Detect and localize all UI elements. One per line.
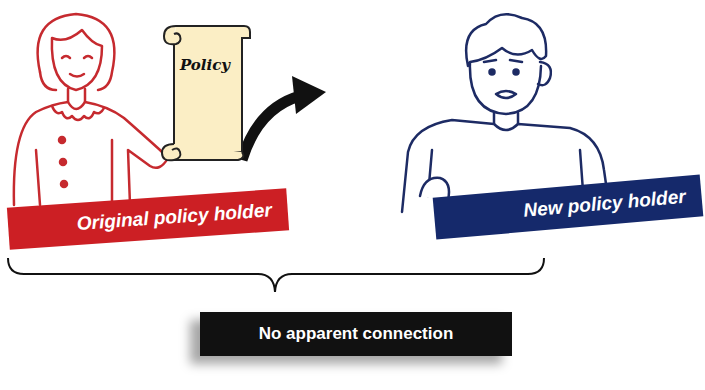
woman-mouth [70,74,84,77]
man-brows [484,60,522,62]
woman-neck [68,89,85,102]
bracket [8,258,544,292]
policy-scroll: Policy [158,16,252,164]
node-label: New policy holder [523,186,687,222]
woman-eyes [62,56,92,58]
man-face [470,62,541,114]
node-label: Original policy holder [76,199,272,235]
scroll-curl-inner [172,148,180,160]
woman-cardigan [14,102,168,205]
man-mouth [496,91,516,98]
woman-button [61,181,67,187]
scroll-body [174,26,250,152]
scroll-outline [158,16,252,164]
holder-band: New policy holder [433,174,704,239]
woman-button [60,159,66,165]
woman-collar [52,106,104,120]
conclusion-box: No apparent connection [200,312,512,356]
scroll-bottom-curl [162,144,243,160]
man-eye [514,70,519,75]
woman-hair [38,14,115,90]
node-label: No apparent connection [259,324,454,344]
node-label: Policy [180,56,230,74]
holder-band: Original policy holder [7,188,289,249]
woman-arm-lines [36,140,112,205]
woman-hair-end [40,72,56,90]
transfer-arrow [242,96,300,160]
man-neck [494,113,518,124]
woman-button [59,137,65,143]
man-eye [490,70,495,75]
woman-face [52,30,102,90]
man-ear [538,62,551,85]
man-hair [466,14,546,66]
woman-figure [14,14,168,205]
scroll-top-curl [164,26,181,44]
man-figure [402,14,610,212]
arrow-head [292,76,326,114]
